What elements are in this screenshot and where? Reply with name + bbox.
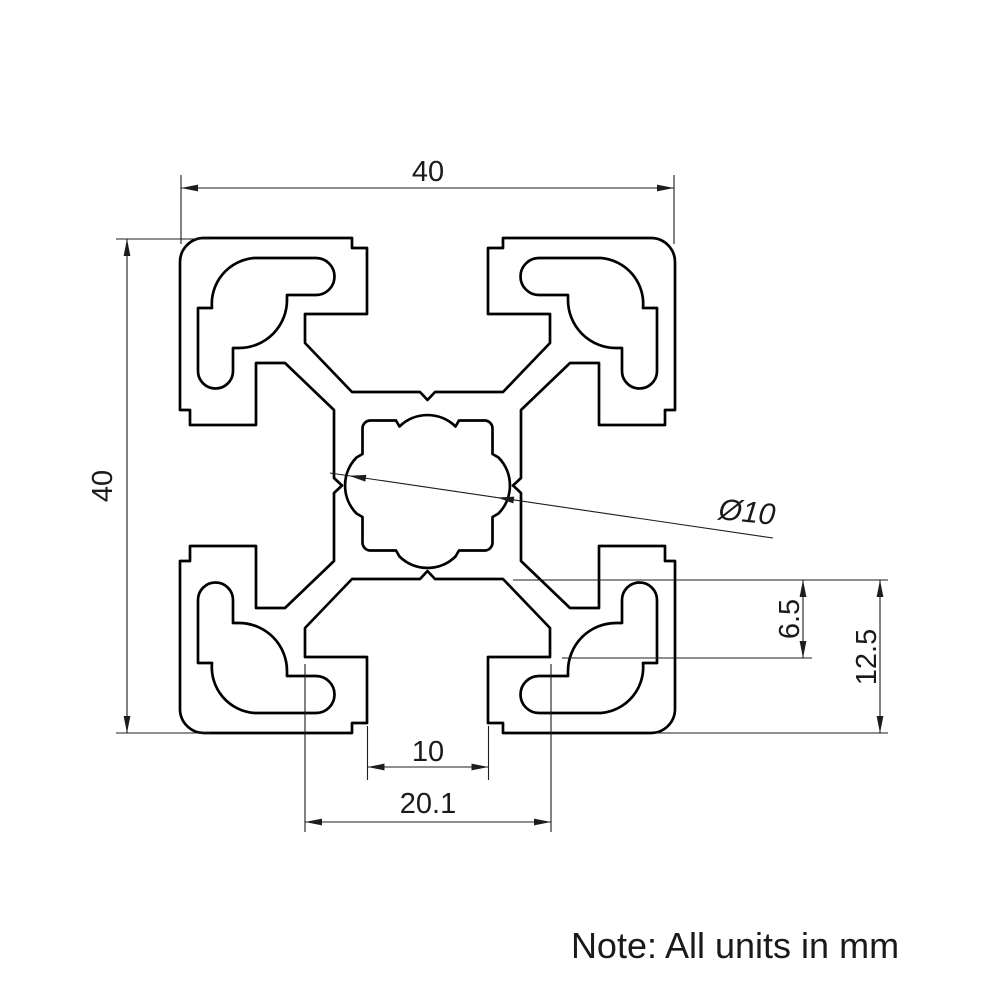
dim-label-center-bore: Ø10 — [716, 493, 777, 532]
arrowhead-icon — [799, 580, 807, 597]
units-note: Note: All units in mm — [571, 925, 899, 966]
arrowhead-icon — [657, 184, 674, 192]
arrowhead-icon — [876, 580, 884, 597]
corner-cavity-top-left — [196, 256, 336, 390]
dim-label-overall-height: 40 — [87, 470, 119, 502]
corner-cavity-bottom-left — [196, 581, 336, 715]
arrowhead-icon — [123, 239, 131, 256]
arrowhead-icon — [799, 641, 807, 658]
dimension-lines — [116, 175, 888, 832]
dim-label-overall-width: 40 — [412, 156, 444, 188]
dim-label-slot-inner-depth: 6.5 — [774, 599, 806, 639]
arrowhead-icon — [349, 474, 367, 482]
dim-label-slot-total-depth: 12.5 — [851, 629, 883, 685]
dimension-arrowheads — [123, 184, 884, 826]
arrowhead-icon — [367, 763, 385, 771]
dimension-line — [329, 472, 774, 539]
arrowhead-icon — [305, 818, 322, 826]
arrowhead-icon — [876, 716, 884, 733]
extrusion-profile-outline — [178, 236, 677, 735]
arrowhead-icon — [123, 716, 131, 733]
center-bore-contour — [343, 413, 512, 570]
corner-cavity-bottom-right — [519, 581, 659, 715]
arrowhead-icon — [534, 818, 551, 826]
profile-outer-contour — [178, 236, 677, 735]
dim-label-slot-cavity-width: 20.1 — [400, 788, 456, 820]
arrowhead-icon — [471, 763, 489, 771]
dimension-labels: 40 40 Ø10 6.5 12.5 10 20.1 Note: All uni… — [87, 156, 899, 966]
corner-cavity-top-right — [519, 256, 659, 390]
arrowhead-icon — [181, 184, 198, 192]
arrowhead-icon — [497, 496, 515, 504]
dim-label-slot-opening-width: 10 — [412, 736, 444, 768]
